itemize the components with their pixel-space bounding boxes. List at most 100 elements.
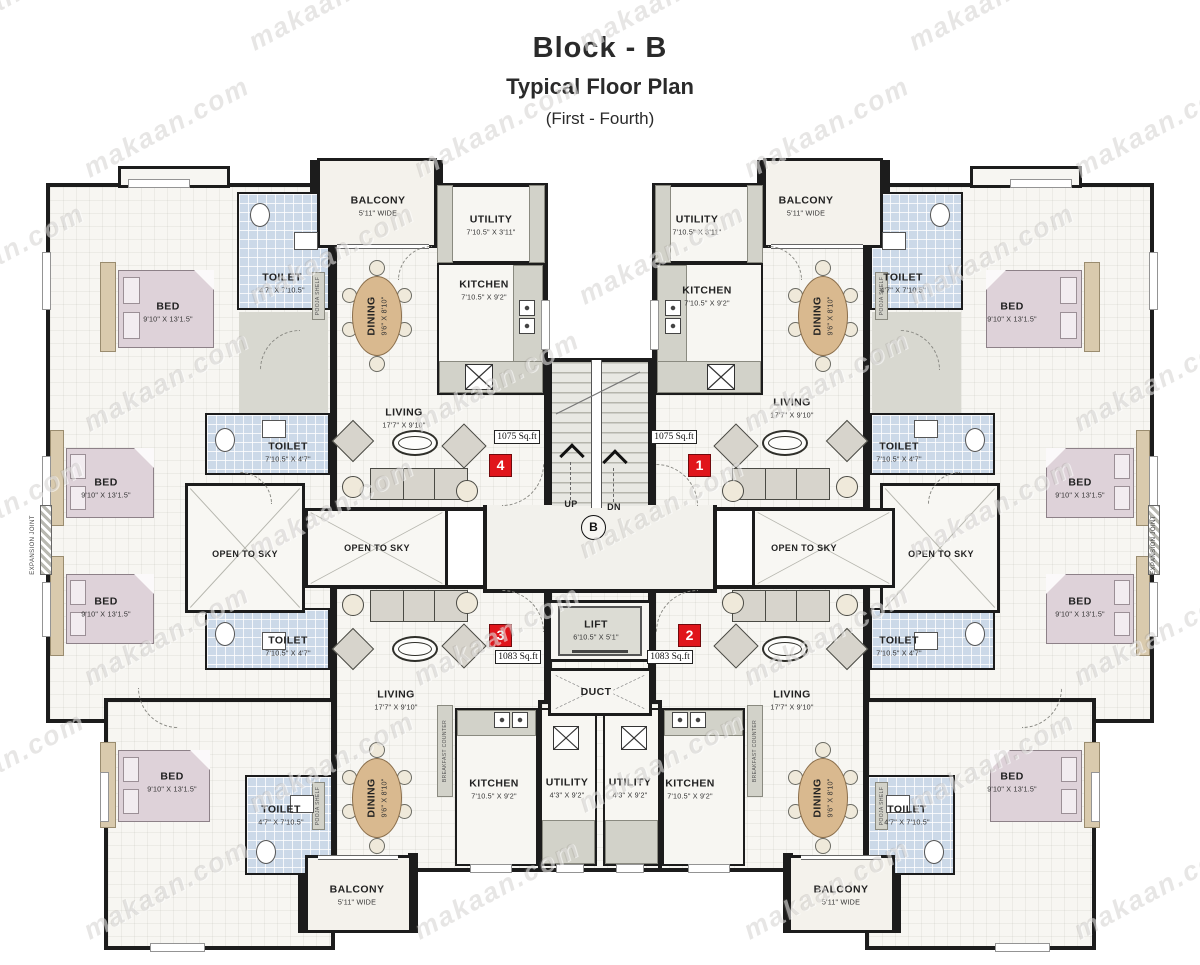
label-duct: DUCT [580,686,612,698]
wardrobe [1084,262,1100,352]
dining-table [798,276,848,356]
watermark-text: makaan.com [243,960,420,965]
balcony-railing [318,855,398,860]
dining-set-unit3 [342,742,412,854]
label-expansion-joint-right: EXPANSION JOINT [1151,515,1157,575]
dining-chair [369,356,385,372]
stove-burner [672,712,688,728]
pillow [1114,580,1130,605]
coffee-table [762,430,808,456]
window [1091,772,1100,822]
window [128,179,190,188]
utility-counter [605,820,658,864]
expansion-joint-hatch [1148,505,1160,575]
room-duct [548,668,652,716]
window [650,300,659,350]
bed-furniture-mid-left-upper [66,448,154,518]
court-open-to-sky-left-center [305,508,448,588]
pillow [1060,312,1078,340]
floor-range: (First - Fourth) [545,109,655,128]
pouf [836,476,858,498]
wall-stub [298,853,308,933]
label-open-to-sky-right-center: OPEN TO SKY [771,543,837,553]
room-balcony-unit4 [317,158,437,248]
window [616,864,644,873]
kitchen-sink-icon [465,364,493,390]
label-open-to-sky-left-center: OPEN TO SKY [344,543,410,553]
washbasin [965,428,985,452]
washbasin [215,428,235,452]
watermark-text: makaan.com [903,960,1080,965]
blanket-fold [1046,448,1066,468]
window [470,864,512,873]
pillow [1060,277,1078,305]
bed-furniture-unit2 [990,750,1082,822]
coffee-table [392,636,438,662]
window [150,943,205,952]
balcony-railing [337,244,429,249]
area-badge-unit2: 1083 Sq.ft [647,650,693,664]
label-expansion-joint-left: EXPANSION JOINT [30,515,36,575]
stair-guide-line [570,462,571,500]
breakfast-counter-unit3 [437,705,453,797]
unit-number-badge-4: 4 [489,454,512,477]
utility-counter [542,820,595,864]
dining-chair [815,260,831,276]
bed-furniture-mid-right-lower [1046,574,1134,644]
pillow [1114,454,1130,479]
expansion-joint-hatch [40,505,52,575]
pillow [70,454,86,479]
pillow [1114,485,1130,511]
label-pooja-shelf-unit3: POOJA SHELF [315,786,321,826]
washbasin [250,203,270,227]
coffee-table [762,636,808,662]
stair-break-line [555,371,641,415]
diagonal-cross-lines [310,512,443,584]
wc-fixture [914,632,938,650]
window [541,300,550,350]
window [42,252,51,310]
wc-fixture [914,420,938,438]
window [1149,582,1158,637]
wardrobe [100,262,116,352]
pouf [342,476,364,498]
stove-burner [665,318,681,334]
court-open-to-sky-left [185,483,305,613]
wardrobe [50,430,64,526]
unit-number-badge-2: 2 [678,624,701,647]
dining-chair [815,356,831,372]
washbasin [965,622,985,646]
pillow [1061,788,1078,814]
washbasin [924,840,944,864]
pillow [1061,756,1078,782]
pouf [456,592,478,614]
room-utility-unit4 [437,185,545,263]
blanket-fold [990,750,1010,770]
wc-fixture [882,232,906,250]
label-pooja-shelf-unit4: POOJA SHELF [315,276,321,316]
washbasin [256,840,276,864]
window [995,943,1050,952]
pooja-shelf-unit1 [875,272,888,320]
sofa [732,468,830,500]
court-open-to-sky-right-center [752,508,895,588]
washbasin [930,203,950,227]
utility-counter [747,185,763,263]
page-subtitle: Typical Floor Plan [506,74,694,99]
